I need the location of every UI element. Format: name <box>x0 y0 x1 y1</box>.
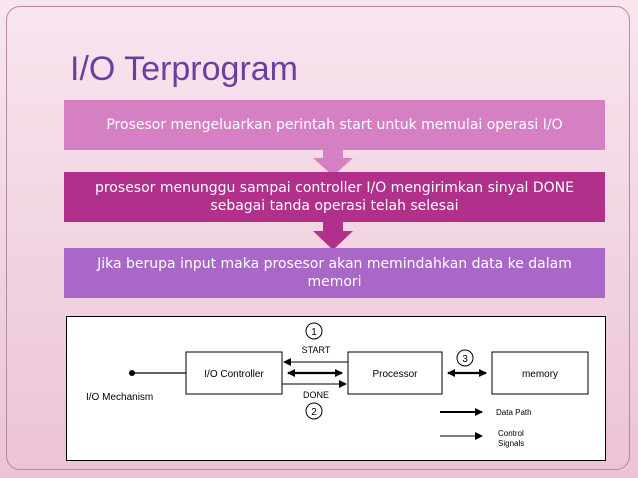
io-controller-box <box>185 351 283 395</box>
marker-2-label: 2 <box>311 407 317 418</box>
step-arrow-1 <box>313 150 353 176</box>
legend-data-path-label: Data Path <box>496 408 532 417</box>
legend-control-label-2: Signals <box>498 439 524 448</box>
step-arrow-2-shape <box>313 222 353 250</box>
processor-label: Processor <box>372 369 418 380</box>
step-arrow-1-shape <box>313 150 353 176</box>
step-1-band: Prosesor mengeluarkan perintah start unt… <box>64 100 605 150</box>
step-3-band: Jika berupa input maka prosesor akan mem… <box>64 248 605 298</box>
step-2-band: prosesor menunggu sampai controller I/O … <box>64 172 605 222</box>
io-mechanism-label: I/O Mechanism <box>86 392 153 403</box>
marker-1-circle <box>305 322 323 340</box>
memory-label: memory <box>522 369 558 380</box>
step-3-text: Jika berupa input maka prosesor akan mem… <box>97 256 572 290</box>
io-controller-label: I/O Controller <box>204 369 264 380</box>
marker-3-circle <box>456 349 474 367</box>
slide-title: I/O Terprogram <box>70 50 299 88</box>
step-arrow-2 <box>313 222 353 250</box>
legend-control-label-1: Control <box>498 429 524 438</box>
step-2-text: prosesor menunggu sampai controller I/O … <box>94 180 575 214</box>
memory-box <box>491 351 589 395</box>
marker-3-label: 3 <box>462 354 468 365</box>
io-diagram: I/O Mechanism I/O Controller Processor m… <box>66 316 606 461</box>
slide-frame <box>6 6 630 470</box>
marker-1-label: 1 <box>311 327 317 338</box>
processor-box <box>347 351 443 395</box>
start-label: START <box>302 345 331 355</box>
marker-2-circle <box>305 402 323 420</box>
step-1-text: Prosesor mengeluarkan perintah start unt… <box>106 117 563 133</box>
done-label: DONE <box>303 390 329 400</box>
